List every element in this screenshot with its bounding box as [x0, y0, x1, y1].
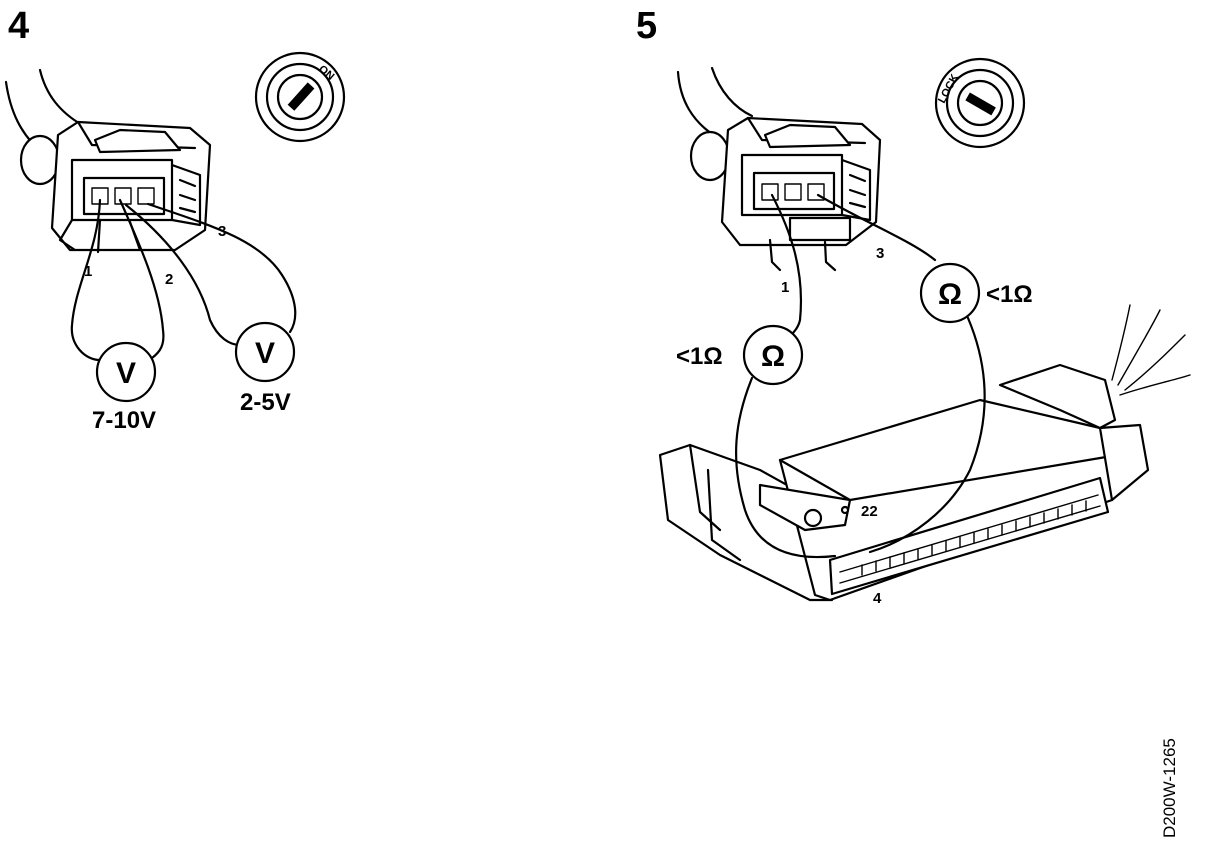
meter-symbol: Ω — [761, 340, 785, 373]
pin-label-3: 3 — [218, 223, 226, 240]
ignition-switch-on-icon: ON — [254, 51, 346, 143]
ohmmeter-1: Ω — [742, 324, 804, 386]
pin-label-3: 3 — [876, 245, 884, 262]
control-module — [658, 304, 1191, 602]
sensor-connector — [19, 120, 212, 254]
ohmmeter-2: Ω — [919, 262, 981, 324]
meter-symbol: Ω — [938, 278, 962, 311]
voltmeter-2: V — [234, 321, 296, 383]
panel-step-5: 5 LOCK — [636, 5, 1191, 607]
probe-wires — [734, 193, 986, 559]
meter-symbol: V — [255, 337, 275, 370]
pin-label-1: 1 — [84, 263, 92, 280]
step-number-5: 5 — [636, 5, 657, 47]
step-number-4: 4 — [8, 5, 29, 47]
meter-reading: <1Ω — [676, 343, 723, 370]
panel-step-4: 4 ON — [4, 5, 346, 434]
pin-label-1: 1 — [781, 279, 789, 296]
figure-reference: D200W-1265 — [1160, 738, 1179, 838]
meter-reading: <1Ω — [986, 281, 1033, 308]
meter-reading: 7-10V — [92, 407, 156, 434]
module-pin-label-4: 4 — [873, 590, 882, 607]
ignition-switch-lock-icon: LOCK — [934, 57, 1026, 149]
voltmeter-1: V — [95, 341, 157, 403]
meter-reading: 2-5V — [240, 389, 291, 416]
module-pin-label-22: 22 — [861, 503, 878, 520]
pin-label-2: 2 — [165, 271, 173, 288]
probe-wires — [70, 198, 297, 362]
meter-symbol: V — [116, 357, 136, 390]
sensor-connector — [689, 116, 882, 272]
